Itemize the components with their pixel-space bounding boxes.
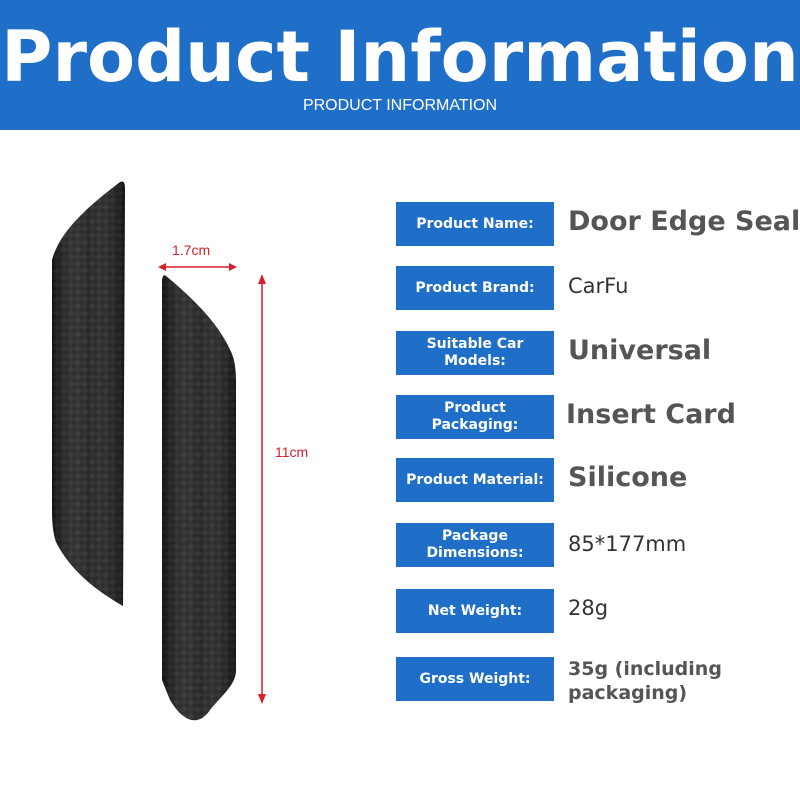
spec-label: Product Brand:	[396, 266, 554, 310]
spec-value: CarFu	[568, 274, 629, 298]
product-illustration: 1.7cm 11cm	[0, 140, 360, 800]
length-label: 11cm	[275, 444, 309, 460]
spec-label: Product Name:	[396, 202, 554, 246]
spec-value: Door Edge Seal	[568, 206, 800, 237]
spec-label: Gross Weight:	[396, 657, 554, 701]
spec-value: Silicone	[568, 462, 688, 493]
header-banner: Product Information PRODUCT INFORMATION	[0, 0, 800, 130]
width-label: 1.7cm	[172, 242, 211, 258]
spec-value: Universal	[568, 335, 712, 366]
spec-label: Suitable Car Models:	[396, 331, 554, 375]
spec-label: Package Dimensions:	[396, 523, 554, 567]
spec-label: Net Weight:	[396, 589, 554, 633]
door-edge-seal-drawing	[52, 181, 266, 721]
width-dimension-arrow	[158, 263, 237, 271]
page-title: Product Information	[1, 16, 799, 98]
spec-label: Product Material:	[396, 458, 554, 502]
spec-value: 35g (including packaging)	[568, 658, 722, 704]
spec-value: 85*177mm	[568, 532, 687, 556]
spec-label: Product Packaging:	[396, 395, 554, 439]
spec-value: Insert Card	[566, 399, 736, 430]
page-subtitle: PRODUCT INFORMATION	[302, 97, 498, 114]
length-dimension-arrow	[258, 274, 266, 704]
spec-value: 28g	[568, 596, 609, 620]
